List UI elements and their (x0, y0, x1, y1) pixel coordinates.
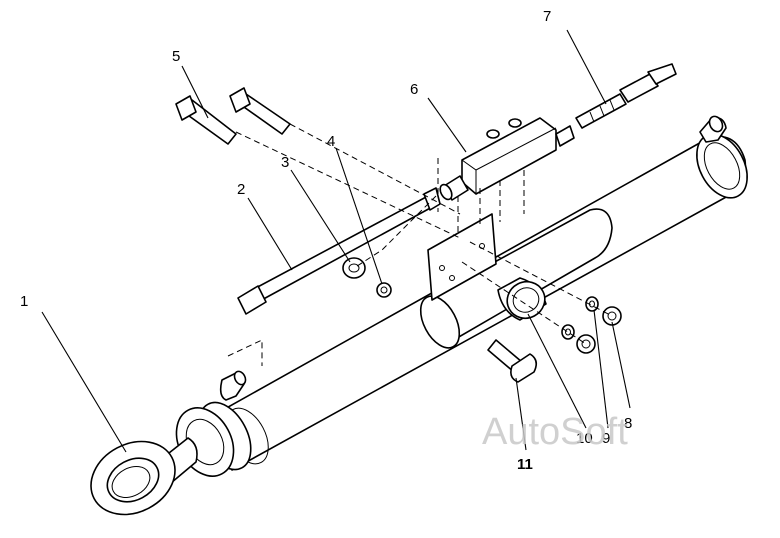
callout-2: 2 (237, 181, 245, 198)
callout-5: 5 (172, 48, 180, 65)
callout-7: 7 (543, 8, 551, 25)
trunnion-boss (497, 277, 547, 321)
nut-3 (342, 257, 366, 279)
washer-9-b (561, 324, 575, 340)
leader-lines (41, 29, 631, 453)
assembly-axis-bolts (235, 123, 461, 239)
elbow-fitting-cap-end (699, 115, 727, 143)
callout-9: 9 (602, 430, 610, 447)
pipe-2 (237, 187, 441, 315)
callout-11: 11 (517, 456, 533, 473)
assembly-axis-pipe (227, 339, 263, 366)
callout-8: 8 (624, 415, 632, 432)
watermark-text: AutoSoft (482, 411, 628, 453)
valve-bracket (427, 213, 497, 301)
bolt-5-b (229, 87, 291, 135)
callout-6: 6 (410, 81, 418, 98)
callout-1: 1 (20, 293, 28, 310)
callout-3: 3 (281, 154, 289, 171)
elbow-fitting-rod-end (219, 370, 247, 401)
valve-block (439, 117, 575, 201)
washer-9-a (585, 296, 599, 312)
callout-10: 10 (576, 430, 593, 447)
callout-4: 4 (327, 133, 335, 150)
bolt-11 (487, 339, 538, 383)
assembly-axis-hose (353, 195, 437, 269)
hose-7 (575, 63, 677, 129)
assembly-axis-nuts (461, 241, 613, 345)
washer-4 (376, 282, 392, 298)
nut-8-b (576, 334, 596, 354)
hydraulic-cylinder-barrel (90, 133, 748, 516)
bolt-5-a (175, 95, 237, 145)
